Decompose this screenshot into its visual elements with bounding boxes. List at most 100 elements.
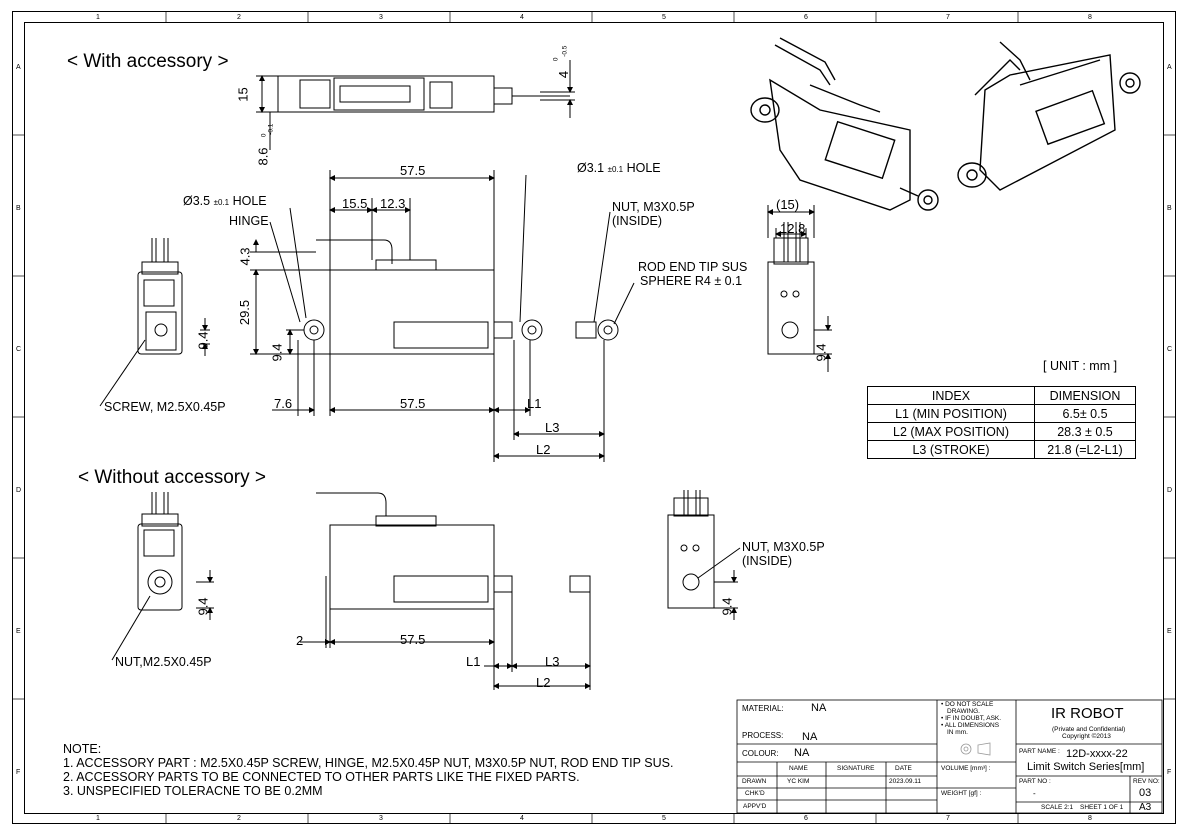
zone-col-8-top: 8 xyxy=(1088,14,1092,21)
part-name-label: PART NAME : xyxy=(1019,748,1060,755)
callout-rod-end-line2: SPHERE R4 ± 0.1 xyxy=(640,274,743,288)
scale-note-5: IN mm. xyxy=(947,729,968,736)
zone-col-5-bottom: 5 xyxy=(662,815,666,822)
dim-4-tol-lower: -0.5 xyxy=(561,45,569,57)
right-view-without-accessory xyxy=(667,490,741,620)
zone-row-a-right: A xyxy=(1167,64,1172,71)
callout-hole-3-5: Ø3.5 ±0.1 HOLE xyxy=(183,195,267,208)
dim-9-4-side: 9.4 xyxy=(269,343,285,362)
dim-4: 4 xyxy=(556,70,572,79)
callout-hole-3-5-tolerance: ±0.1 xyxy=(213,198,230,207)
dim-8-6-tol-lower: -0.1 xyxy=(267,123,275,135)
dimension-table: INDEX DIMENSION L1 (MIN POSITION) 6.5± 0… xyxy=(867,386,1136,459)
zone-row-b-right: B xyxy=(1167,205,1172,212)
notes-title: NOTE: xyxy=(63,742,102,756)
material-value: NA xyxy=(811,702,827,714)
table-cell-index: L3 (STROKE) xyxy=(867,440,1035,459)
callout-nut-m3-b-line1: NUT, M3X0.5P xyxy=(742,540,825,554)
section-heading-with-accessory: < With accessory > xyxy=(67,51,229,72)
zone-row-f-right: F xyxy=(1167,769,1172,776)
zone-col-5-top: 5 xyxy=(662,14,666,21)
scale-note-1: • DO NOT SCALE xyxy=(941,701,994,708)
dim-12-3: 12.3 xyxy=(380,196,406,211)
table-row: L1 (MIN POSITION) 6.5± 0.5 xyxy=(867,404,1136,423)
dim-9-4-front-b: 9.4 xyxy=(195,597,211,616)
dimension-table-header: INDEX DIMENSION xyxy=(867,386,1136,405)
callout-nut-m3-b-line2: (INSIDE) xyxy=(742,554,792,568)
dim-4-tol-upper: 0 xyxy=(552,57,560,62)
copyright-text: Copyright ©2013 xyxy=(1062,733,1111,740)
rev-value: 03 xyxy=(1139,787,1152,799)
scale-note-4: • ALL DIMENSIONS xyxy=(941,722,1000,729)
zone-col-6-bottom: 6 xyxy=(804,815,808,822)
drawn-name: YC KIM xyxy=(787,778,810,785)
dim-57-5-b: 57.5 xyxy=(400,632,426,647)
dim-l3: L3 xyxy=(545,420,560,435)
chkd-label: CHK'D xyxy=(745,790,765,797)
zone-ticks xyxy=(12,11,1176,824)
zone-row-e-right: E xyxy=(1167,628,1172,635)
dim-57-5-top: 57.5 xyxy=(400,163,426,178)
dim-57-5-bottom: 57.5 xyxy=(400,396,426,411)
dim-2: 2 xyxy=(296,633,304,648)
zone-row-c-right: C xyxy=(1167,346,1173,353)
volume-label: VOLUME [mm³] : xyxy=(941,765,991,772)
dim-9-4-right: 9.4 xyxy=(813,343,829,362)
zone-row-d-right: D xyxy=(1167,487,1173,494)
zone-row-c-left: C xyxy=(16,346,22,353)
company-name: IR ROBOT xyxy=(1051,705,1124,722)
part-name-1: 12D-xxxx-22 xyxy=(1066,748,1128,760)
process-label: PROCESS: xyxy=(742,731,784,740)
callout-rod-end-line1: ROD END TIP SUS xyxy=(638,260,748,274)
dim-l3-b: L3 xyxy=(545,654,560,669)
callout-screw: SCREW, M2.5X0.45P xyxy=(104,400,226,414)
dim-l2: L2 xyxy=(536,442,551,457)
dim-15-top: 15 xyxy=(235,87,251,102)
callout-hole-3-1: Ø3.1 ±0.1 HOLE xyxy=(577,162,661,175)
projection-symbol-icon xyxy=(960,742,991,756)
front-view-with-accessory xyxy=(99,238,210,407)
dimension-table-header-dimension: DIMENSION xyxy=(1034,386,1136,405)
drawn-label: DRAWN xyxy=(742,778,767,785)
table-cell-index: L2 (MAX POSITION) xyxy=(867,422,1035,441)
weight-label: WEIGHT [gf] : xyxy=(941,790,982,797)
note-line-1: 1. ACCESSORY PART : M2.5X0.45P SCREW, HI… xyxy=(63,756,674,770)
drawn-date: 2023.09.11 xyxy=(889,778,922,785)
table-cell-dimension: 21.8 (=L2-L1) xyxy=(1034,440,1136,459)
dim-15-right: (15) xyxy=(776,197,800,212)
callout-hinge: HINGE xyxy=(229,214,269,228)
zone-col-8-bottom: 8 xyxy=(1088,815,1092,822)
scale-note-3: • IF IN DOUBT, ASK. xyxy=(941,715,1002,722)
paper-size: A3 xyxy=(1139,802,1152,813)
dim-12-8: 12.8 xyxy=(780,221,806,236)
side-view-without-accessory xyxy=(300,492,591,690)
zone-row-a-left: A xyxy=(16,64,21,71)
part-no-label: PART NO : xyxy=(1019,778,1051,785)
dim-8-6: 8.6 xyxy=(255,147,271,166)
dim-15-5: 15.5 xyxy=(342,196,368,211)
note-line-2: 2. ACCESSORY PARTS TO BE CONNECTED TO OT… xyxy=(63,770,580,784)
dim-7-6: 7.6 xyxy=(274,396,293,411)
dim-9-4-right-b: 9.4 xyxy=(719,597,735,616)
zone-col-1-bottom: 1 xyxy=(96,815,100,822)
callout-nut-m2-5: NUT,M2.5X0.45P xyxy=(115,655,212,669)
rev-label: REV NO: xyxy=(1133,778,1160,785)
dim-4-3: 4.3 xyxy=(237,247,253,266)
dim-l1-b: L1 xyxy=(466,654,481,669)
process-value: NA xyxy=(802,731,818,743)
part-name-2: Limit Switch Series[mm] xyxy=(1027,761,1145,773)
zone-col-3-bottom: 3 xyxy=(379,815,383,822)
dim-l2-b: L2 xyxy=(536,675,551,690)
callout-nut-m3-line2: (INSIDE) xyxy=(612,214,662,228)
table-cell-dimension: 6.5± 0.5 xyxy=(1034,404,1136,423)
right-view-with-accessory xyxy=(767,205,832,372)
tb-header-signature: SIGNATURE xyxy=(837,765,875,772)
tb-header-date: DATE xyxy=(895,765,912,772)
colour-value: NA xyxy=(794,747,810,759)
callout-hole-3-5-diameter: Ø3.5 xyxy=(183,194,211,208)
sheet-text: SHEET 1 OF 1 xyxy=(1080,804,1124,811)
section-heading-without-accessory: < Without accessory > xyxy=(78,467,266,488)
callout-hole-3-1-diameter: Ø3.1 xyxy=(577,161,605,175)
zone-col-7-top: 7 xyxy=(946,14,950,21)
zone-col-6-top: 6 xyxy=(804,14,808,21)
